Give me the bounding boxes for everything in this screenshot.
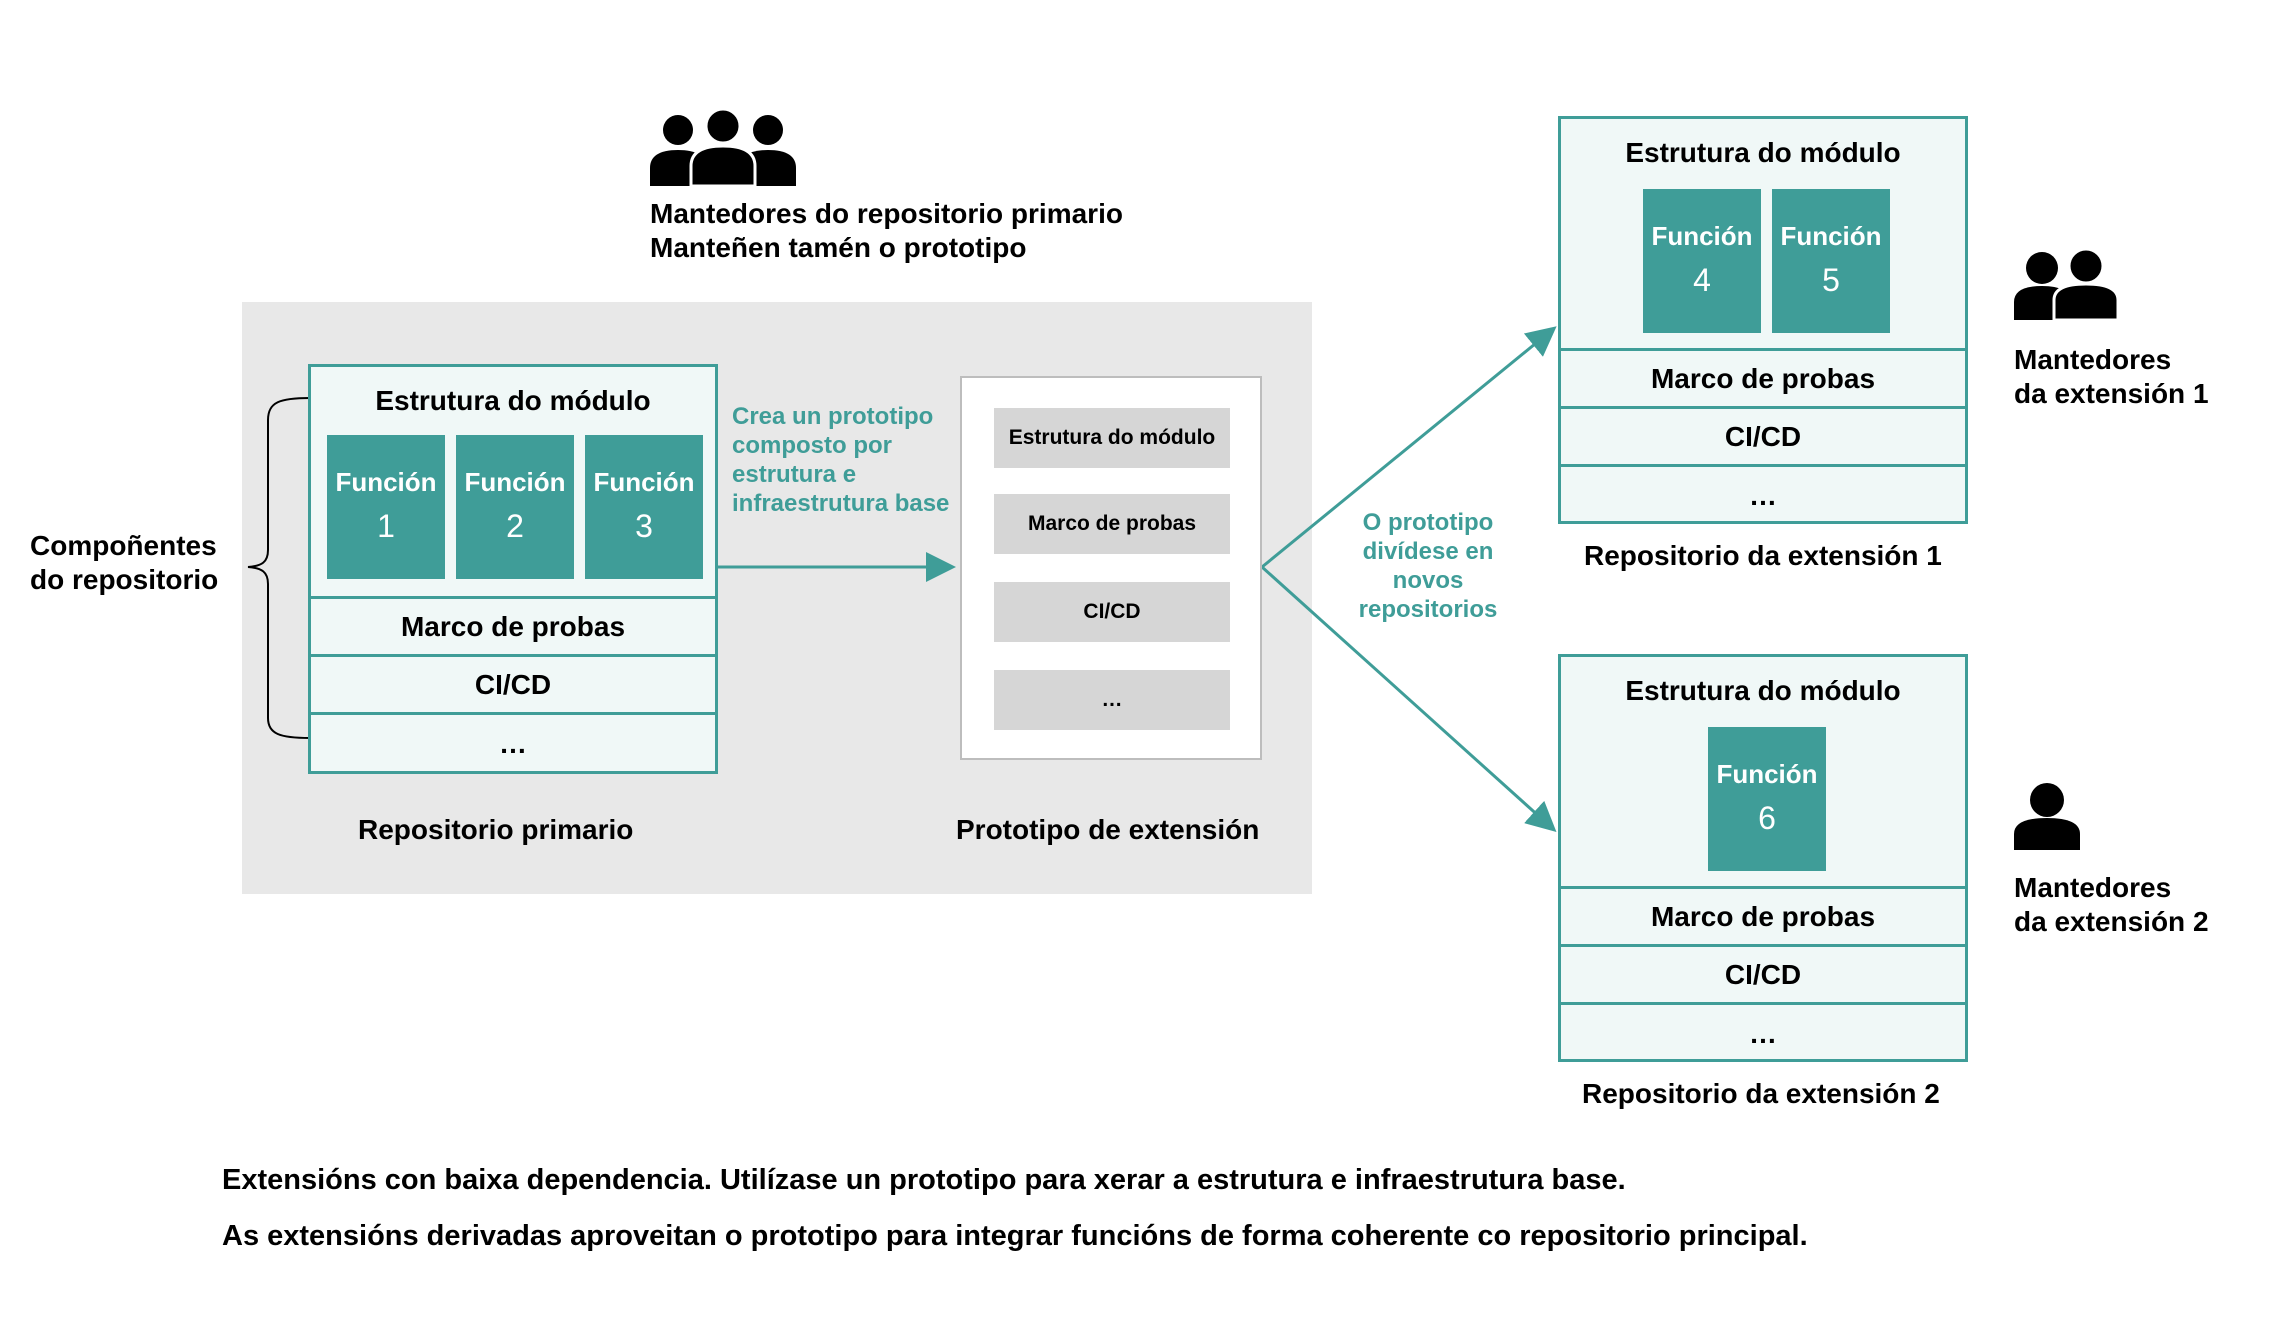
footer-line1: Extensións con baixa dependencia. Utilíz… — [222, 1164, 1626, 1196]
module-structure-section: Estrutura do módulo Función 1 Función 2 … — [311, 367, 715, 599]
function-label: Función — [1780, 221, 1882, 251]
split-note-line3: novos — [1392, 567, 1464, 594]
function-number: 6 — [1758, 800, 1776, 836]
create-note-line1: Crea un prototipo — [732, 403, 934, 430]
function-number: 1 — [377, 508, 395, 544]
split-note-line4: repositorios — [1358, 596, 1498, 623]
arrow-prototype-to-ext1 — [1261, 326, 1557, 569]
extension-1-repository: Estrutura do módulo Función 4 Función 5 … — [1558, 116, 1968, 524]
create-note-line2: composto por — [732, 432, 892, 459]
arrow-prototype-to-ext2 — [1260, 565, 1557, 833]
footer-line2: As extensións derivadas aproveitan o pro… — [222, 1220, 1808, 1252]
function-number: 3 — [635, 508, 653, 544]
cicd-row: CI/CD — [1561, 409, 1965, 467]
function-number: 5 — [1822, 262, 1840, 298]
function-label: Función — [464, 467, 566, 497]
function-card-5: Función 5 — [1772, 189, 1890, 333]
function-label: Función — [1716, 759, 1818, 789]
ellipsis-row: … — [499, 728, 527, 759]
split-prototype-note: O prototipo divídese en novos repositori… — [1338, 508, 1518, 624]
extension-2-maintainers-line2: da extensión 2 — [2014, 906, 2209, 937]
module-structure-title: Estrutura do módulo — [1625, 675, 1901, 706]
function-label: Función — [593, 467, 695, 497]
test-framework-row: Marco de probas — [1561, 351, 1965, 409]
extension-prototype: Estrutura do módulo Marco de probas CI/C… — [960, 376, 1262, 760]
module-structure-section: Estrutura do módulo Función 4 Función 5 — [1561, 119, 1965, 351]
split-note-line1: O prototipo — [1362, 509, 1494, 536]
two-people-icon — [2014, 248, 2118, 320]
primary-repository-caption: Repositorio primario — [358, 814, 634, 845]
create-note-line4: infraestrutura base — [732, 490, 950, 517]
single-person-icon — [2014, 783, 2080, 850]
ellipsis-row: … — [1749, 480, 1777, 511]
prototype-caption: Prototipo de extensión — [956, 814, 1260, 845]
prototype-item-ellipsis: … — [994, 670, 1230, 730]
extension-2-repository: Estrutura do módulo Función 6 Marco de p… — [1558, 654, 1968, 1062]
extension-1-maintainers-line1: Mantedores — [2014, 344, 2172, 375]
primary-maintainers-line2: Manteñen tamén o prototipo — [650, 232, 1027, 263]
extension-1-maintainers-line2: da extensión 1 — [2014, 378, 2209, 409]
ellipsis-row: … — [1749, 1018, 1777, 1049]
test-framework-row: Marco de probas — [1561, 889, 1965, 947]
module-structure-title: Estrutura do módulo — [1625, 137, 1901, 168]
function-label: Función — [1651, 221, 1753, 251]
function-card-1: Función 1 — [327, 435, 445, 579]
split-note-line2: divídese en — [1362, 538, 1494, 565]
primary-repository: Estrutura do módulo Función 1 Función 2 … — [308, 364, 718, 774]
components-brace — [247, 397, 311, 739]
create-note-line3: estrutura e — [732, 461, 857, 488]
components-label-line1: Compoñentes — [30, 530, 217, 561]
function-label: Función — [335, 467, 437, 497]
extension-1-caption: Repositorio da extensión 1 — [1584, 540, 1942, 571]
function-card-4: Función 4 — [1643, 189, 1761, 333]
function-number: 2 — [506, 508, 524, 544]
cicd-row: CI/CD — [311, 657, 715, 715]
prototype-item-module-structure: Estrutura do módulo — [994, 408, 1230, 468]
components-label-line2: do repositorio — [30, 564, 219, 595]
function-number: 4 — [1693, 262, 1711, 298]
group-of-three-people-icon — [650, 108, 796, 186]
primary-maintainers-line1: Mantedores do repositorio primario — [650, 198, 1123, 229]
extension-2-maintainers-line1: Mantedores — [2014, 872, 2172, 903]
function-card-6: Función 6 — [1708, 727, 1826, 871]
module-structure-section: Estrutura do módulo Función 6 — [1561, 657, 1965, 889]
cicd-row: CI/CD — [1561, 947, 1965, 1005]
extension-2-caption: Repositorio da extensión 2 — [1582, 1078, 1940, 1109]
function-card-2: Función 2 — [456, 435, 574, 579]
test-framework-row: Marco de probas — [311, 599, 715, 657]
prototype-item-cicd: CI/CD — [994, 582, 1230, 642]
module-structure-title: Estrutura do módulo — [375, 385, 651, 416]
function-card-3: Función 3 — [585, 435, 703, 579]
prototype-item-test-framework: Marco de probas — [994, 494, 1230, 554]
create-prototype-note: Crea un prototipo composto por estrutura… — [732, 402, 949, 518]
